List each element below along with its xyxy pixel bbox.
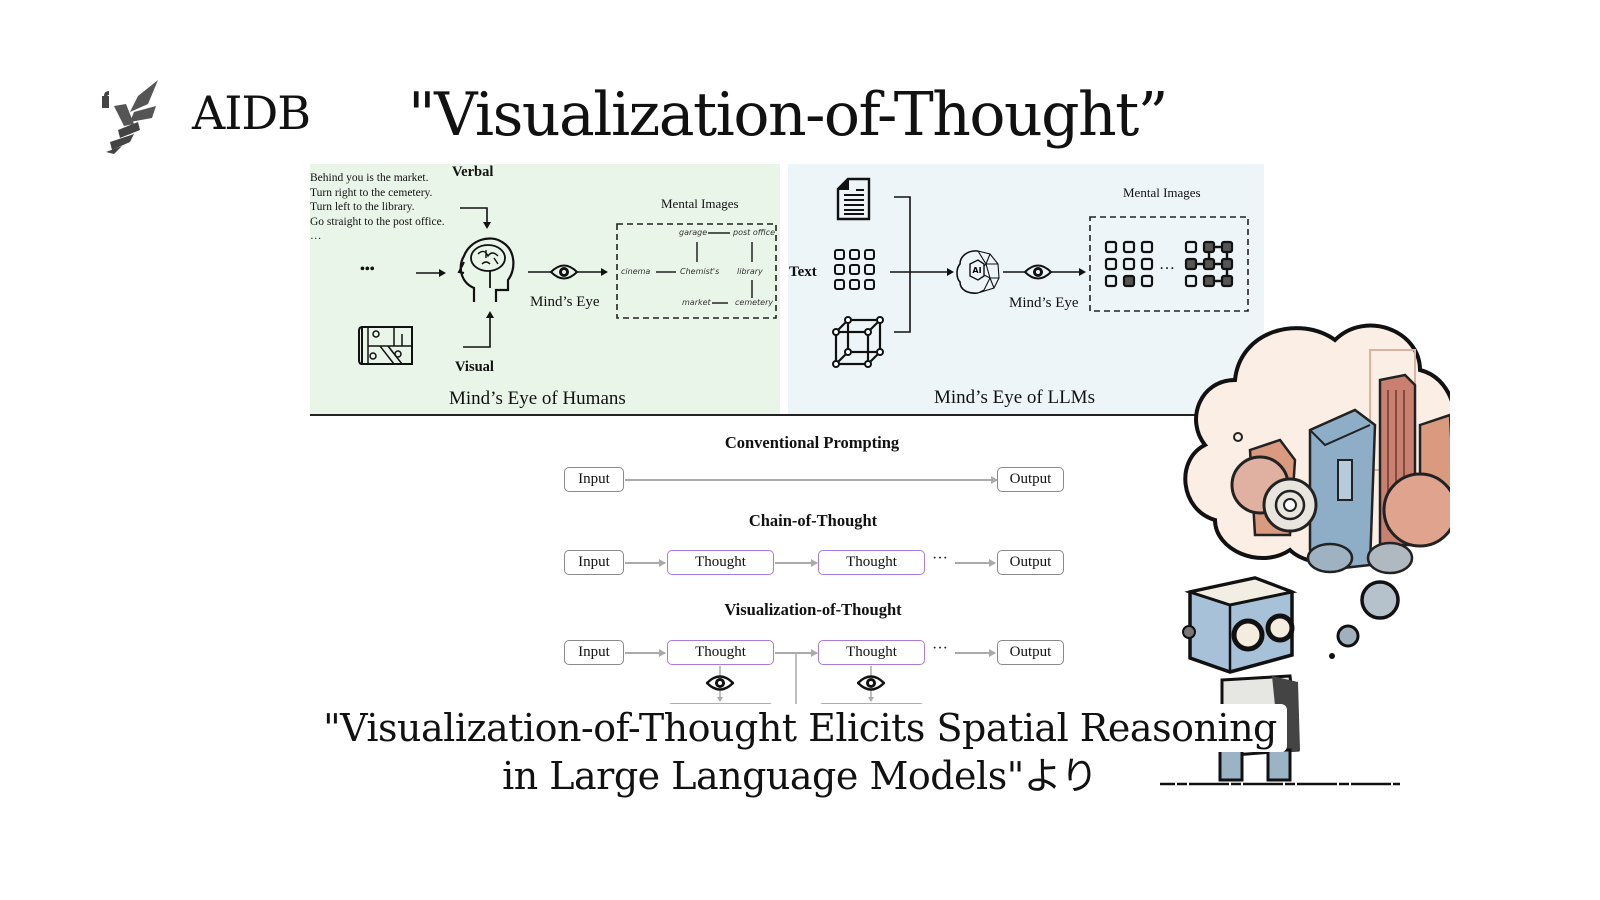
eye-icon [706, 675, 734, 691]
source-caption: "Visualization-of-Thought Elicits Spatia… [0, 704, 1600, 800]
instruction-line: Turn right to the cemetery. [310, 186, 433, 199]
section-title-vot: Visualization-of-Thought [724, 600, 902, 619]
grid-ellipsis: … [1159, 256, 1175, 273]
node-input: Input [564, 467, 624, 492]
arrow [955, 649, 996, 656]
ellipsis: ··· [932, 640, 948, 657]
map-node-cinema: cinema [621, 267, 651, 276]
llms-diagram-lines [890, 196, 1249, 333]
brain-head-icon [457, 237, 515, 302]
figure-divider [310, 414, 1264, 416]
node-thought: Thought [667, 640, 774, 665]
thought-bubble-icon [1329, 653, 1335, 659]
node-thought: Thought [818, 550, 925, 575]
mental-grid-path-icon [1184, 240, 1234, 288]
node-input: Input [564, 550, 624, 575]
humans-diagram-lines [416, 207, 777, 348]
verbal-instructions: Behind you is the market. Turn right to … [310, 171, 445, 244]
map-node-cemetery: cemetery [735, 298, 774, 307]
svg-text:AI: AI [972, 266, 981, 275]
panel-caption-llms: Mind’s Eye of LLMs [934, 387, 1095, 408]
node-thought: Thought [667, 550, 774, 575]
aidb-bee-logo-icon [102, 80, 158, 154]
robot-thinking-illustration [1160, 323, 1450, 786]
mental-images-label: Mental Images [661, 196, 739, 211]
minds-eye-label: Mind’s Eye [530, 294, 600, 310]
section-title-conventional: Conventional Prompting [724, 433, 900, 452]
caption-line-1: "Visualization-of-Thought Elicits Spatia… [313, 704, 1287, 752]
eye-icon [857, 675, 885, 691]
thought-bubble-icon [1360, 580, 1400, 620]
instruction-line: Go straight to the post office. [310, 215, 445, 228]
node-output: Output [997, 467, 1064, 492]
map-node-library: library [737, 267, 763, 276]
thought-cloud-icon [1183, 323, 1450, 575]
arrow [775, 559, 818, 566]
map-node-post-office: post office [733, 228, 776, 237]
ellipsis: ••• [360, 262, 375, 277]
eye-icon [550, 264, 578, 280]
node-output: Output [997, 550, 1064, 575]
visual-label: Visual [455, 359, 494, 375]
panel-caption-humans: Mind’s Eye of Humans [449, 388, 626, 409]
instruction-line: Turn left to the library. [310, 201, 415, 213]
node-thought: Thought [818, 640, 925, 665]
prompting-comparison-figure: Conventional Prompting Input Output Chai… [564, 433, 1064, 704]
grid-icon [834, 249, 875, 290]
cube-icon [832, 316, 884, 368]
panel-minds-eye-llms: Text Mind’s Eye Mental Images Mind’s Eye… [788, 164, 1264, 414]
arrow [625, 649, 666, 656]
node-output: Output [997, 640, 1064, 665]
arrow [625, 559, 666, 566]
minds-eye-label: Mind’s Eye [1009, 295, 1079, 311]
map-node-market: market [682, 298, 711, 307]
arrow [955, 559, 996, 566]
ellipsis: ··· [932, 550, 948, 567]
thought-bubble-icon [1336, 624, 1360, 648]
ai-brain-icon: AI [956, 250, 1000, 294]
text-label: Text [789, 264, 817, 280]
verbal-label: Verbal [452, 164, 494, 180]
eye-icon [1024, 264, 1052, 280]
brand-name: AIDB [192, 86, 311, 140]
caption-line-2: in Large Language Models"より [502, 754, 1098, 798]
mental-images-label: Mental Images [1123, 185, 1201, 200]
instruction-line: … [310, 230, 322, 242]
mental-grid-start-icon [1104, 240, 1154, 288]
map-node-garage: garage [679, 228, 708, 237]
page-title: "Visualization-of-Thought” [408, 80, 1168, 150]
panel-minds-eye-humans: Behind you is the market. Turn right to … [310, 164, 780, 414]
arrow [625, 476, 998, 483]
map-icon [358, 326, 413, 365]
map-node-chemists: Chemist's [680, 267, 720, 276]
node-input: Input [564, 640, 624, 665]
instruction-line: Behind you is the market. [310, 172, 429, 184]
document-icon [836, 177, 871, 221]
minds-eye-figure: Behind you is the market. Turn right to … [310, 164, 1264, 414]
section-title-cot: Chain-of-Thought [748, 511, 878, 530]
